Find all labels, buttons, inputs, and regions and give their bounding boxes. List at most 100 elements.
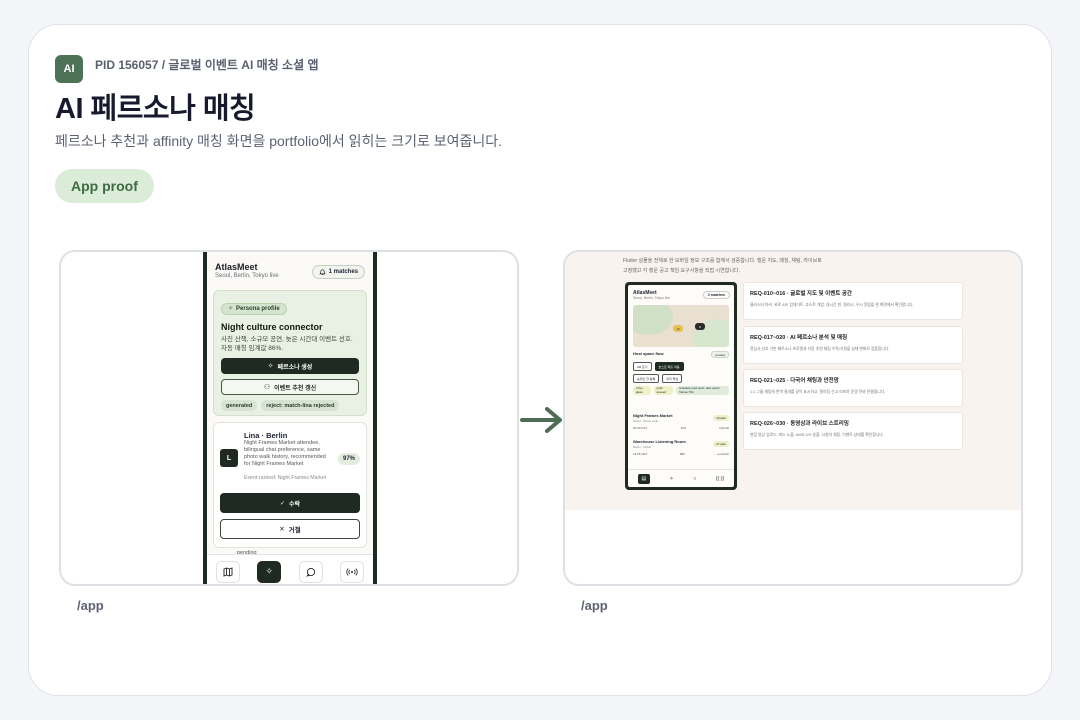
refresh-recommend-label: 이벤트 추천 갱신 — [274, 385, 317, 392]
matches-count: 1 matches — [328, 269, 358, 275]
host-space-title: Host space flow — [633, 351, 664, 356]
event-meta: 20:30 KST 420 hybrids — [633, 426, 729, 430]
requirement-desc: 현장 영상 업로드, 피드 노출, AWS IVS 송출, 시청자 채팅, 이벤… — [750, 433, 884, 437]
map-icon[interactable]: ▤ — [637, 473, 650, 484]
users-icon: ⚇ — [263, 384, 271, 391]
left-route-label: /app — [77, 598, 104, 613]
map-pin[interactable]: 12 — [673, 325, 683, 332]
event-region: eu-berlin — [717, 452, 729, 456]
app-header: AtlasMeet Seoul, Berlin, Tokyo live — [215, 262, 279, 279]
event-name: Night Frames Market — [633, 413, 673, 418]
host-action-button[interactable]: 승리인 한 동록 — [633, 374, 660, 383]
mini-map[interactable]: 12 8 — [633, 305, 729, 347]
map-icon[interactable] — [215, 560, 240, 583]
tag-reject: reject: match-lina rejected — [261, 400, 340, 411]
mini-location: Seoul, Berlin, Tokyo live — [633, 296, 671, 300]
host-action-button[interactable]: 호스트 매출 처음 — [654, 362, 684, 371]
accept-button[interactable]: ✓ 수락 — [220, 493, 360, 513]
bell-icon — [319, 268, 326, 275]
persona-tags: generated reject: match-lina rejected — [221, 400, 359, 411]
mini-matches-badge[interactable]: 2 matches — [702, 291, 730, 299]
persona-description: 사진 산책, 소규모 공연, 늦은 시간대 이벤트 선호. 자동 매칭 임계값 … — [221, 336, 353, 352]
status-chip: push queued — [653, 386, 674, 395]
page-title: AI 페르소나 매칭 — [55, 93, 256, 125]
generate-persona-button[interactable]: ✧ 페르소나 생성 — [221, 358, 359, 374]
left-screenshot-frame: AtlasMeet Seoul, Berlin, Tokyo live 1 ma… — [59, 250, 519, 586]
match-candidate-card: L Lina · Berlin Night Frames Market atte… — [213, 422, 367, 548]
persona-pill: ✧ Persona profile — [221, 302, 287, 315]
map-pin[interactable]: 8 — [695, 323, 705, 330]
mini-bottom-nav: ▤ ✧ ○ ((·)) — [628, 469, 734, 487]
app-proof-chip[interactable]: App proof — [55, 169, 154, 203]
broadcast-icon[interactable] — [340, 560, 365, 583]
persona-pill-label: Persona profile — [236, 305, 280, 312]
app-location: Seoul, Berlin, Tokyo live — [215, 273, 279, 279]
proof-card: AI PID 156057 / 글로벌 이벤트 AI 매칭 소셜 앱 AI 페르… — [28, 24, 1052, 696]
status-chip: 3 live glass — [633, 386, 651, 395]
host-space-section: Host space flow created AR 포기 호스트 매출 처음 … — [633, 351, 729, 395]
right-route-label: /app — [581, 598, 608, 613]
sparkle-icon: ✧ — [228, 306, 234, 312]
refresh-recommend-button[interactable]: ⚇ 이벤트 추천 갱신 — [221, 379, 359, 395]
phone-mockup: AtlasMeet Seoul, Berlin, Tokyo live 1 ma… — [203, 252, 377, 584]
matches-badge[interactable]: 1 matches — [311, 265, 365, 279]
persona-title: Night culture connector — [221, 322, 323, 332]
requirement-title: REQ-010~016 · 글로벌 지도 및 이벤트 공간 — [750, 291, 852, 297]
requirement-title: REQ-021~025 · 다국어 채팅과 안전망 — [750, 378, 839, 384]
bottom-nav: ✧ — [207, 554, 373, 584]
host-action-button[interactable]: AR 포기 — [633, 362, 652, 371]
avatar: L — [220, 449, 238, 467]
right-screenshot-frame: Flutter 실물을 전체로 한 모바일 정보 구조를 함께서 검증합니다. … — [563, 250, 1023, 586]
event-name: Warehouse Listening Room — [633, 439, 686, 444]
ai-badge: AI — [55, 55, 83, 83]
event-badge: 27 plan — [713, 441, 729, 447]
generate-persona-label: 페르소나 생성 — [277, 364, 313, 371]
close-icon: ✕ — [279, 526, 285, 533]
phone-screen: AtlasMeet Seoul, Berlin, Tokyo live 1 ma… — [207, 252, 373, 584]
reject-label: 거절 — [288, 527, 301, 534]
mini-phone-screen: AtlasMeet Seoul, Berlin, Tokyo live 2 ma… — [628, 285, 734, 487]
host-actions-row: AR 포기 호스트 매출 처음 — [633, 362, 729, 371]
persona-card: ✧ Persona profile Night culture connecto… — [213, 290, 367, 416]
reject-button[interactable]: ✕ 거절 — [220, 519, 360, 539]
pending-label: pending — [237, 550, 257, 556]
requirement-card: REQ-017~020 · AI 페르소나 분석 및 매칭 관심사 선호 기반 … — [743, 326, 963, 364]
app-name: AtlasMeet — [215, 262, 258, 272]
event-sub: Seoul · Photo walk — [633, 419, 659, 423]
list-item[interactable]: Warehouse Listening Room Berlin · Music … — [633, 439, 729, 456]
host-status-row: 3 live glass push queued schedule-push p… — [633, 386, 729, 395]
accept-label: 수락 — [288, 501, 301, 508]
event-time: 20:30 KST — [633, 426, 648, 430]
requirement-card: REQ-026~030 · 동영상과 라이브 스트리밍 현장 영상 업로드, 피… — [743, 412, 963, 450]
event-sub: Berlin · Music — [633, 445, 652, 449]
chat-icon[interactable] — [298, 560, 323, 583]
arrow-right-icon — [520, 407, 562, 433]
sparkle-icon: ✧ — [267, 363, 274, 370]
candidate-bio: Night Frames Market attendee, bilingual … — [244, 440, 326, 467]
chat-icon[interactable]: ○ — [693, 475, 697, 482]
event-count: 680 — [679, 452, 685, 456]
requirement-desc: 관심사 선호 기반 페르소나 프로필과 자동 추천 채팅 수락/거절을 상태 변… — [750, 347, 890, 351]
host-action-button[interactable]: 우리 핵심 — [662, 374, 683, 383]
mini-phone-mockup: AtlasMeet Seoul, Berlin, Tokyo live 2 ma… — [625, 282, 737, 490]
created-badge: created — [710, 351, 729, 358]
broadcast-icon[interactable]: ((·)) — [715, 475, 725, 482]
sparkle-icon[interactable]: ✧ — [669, 475, 674, 482]
list-item[interactable]: Night Frames Market Seoul · Photo walk 1… — [633, 413, 729, 430]
candidate-name: Lina · Berlin — [244, 431, 288, 440]
candidate-note: Event-ranked: Night Frames Market — [244, 475, 327, 481]
requirement-desc: 클러스터 마커, 위로 API 업데이트, 호스트 개업, 실시간 핀, 컬러시… — [750, 303, 914, 307]
event-meta: 19:05 CET 680 eu-berlin — [633, 452, 729, 456]
requirement-title: REQ-017~020 · AI 페르소나 분석 및 매칭 — [750, 335, 848, 341]
event-region: hybrids — [719, 426, 729, 430]
pid-label: PID 156057 / 글로벌 이벤트 AI 매칭 소셜 앱 — [95, 58, 319, 72]
sparkle-icon[interactable]: ✧ — [257, 560, 282, 583]
event-count: 420 — [680, 426, 686, 430]
intro-text: Flutter 실물을 전체로 한 모바일 정보 구조를 함께서 검증합니다. … — [623, 258, 822, 274]
mini-app-name: AtlasMeet — [633, 290, 657, 296]
map-area — [633, 305, 673, 335]
status-chip: schedule-push push- alert sesult frames-… — [676, 386, 729, 395]
requirement-desc: 1:1 그룹 채팅에 번역 결과를 같이 표시하고, 팔라링 신고 리포야 운영… — [750, 390, 886, 394]
requirement-card: REQ-010~016 · 글로벌 지도 및 이벤트 공간 클러스터 마커, 위… — [743, 282, 963, 320]
affinity-score: 97% — [337, 453, 360, 465]
